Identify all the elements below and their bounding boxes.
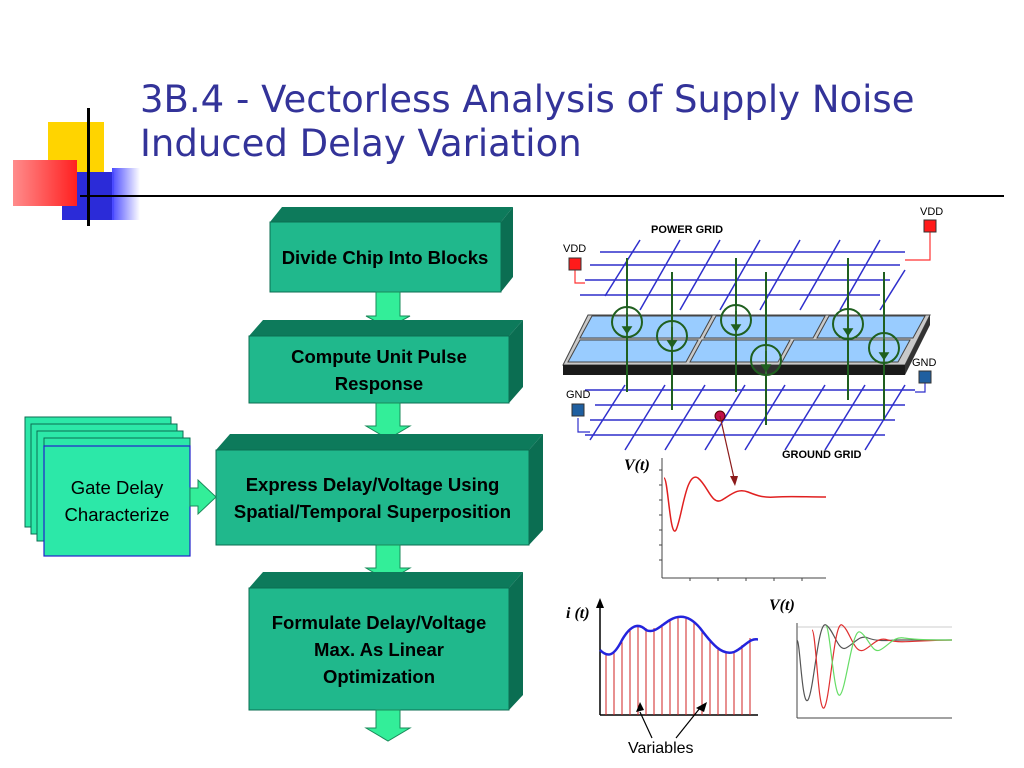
gnd-pad-right bbox=[918, 370, 932, 384]
power-grid-label: POWER GRID bbox=[651, 224, 724, 236]
flow-box-4-label: Formulate Delay/Voltage Max. As Linear O… bbox=[271, 611, 487, 687]
flow-box-2 bbox=[248, 320, 523, 404]
vt-bottom-label: V(t) bbox=[769, 597, 795, 614]
it-plot bbox=[596, 598, 761, 739]
flow-box-3-label: Express Delay/Voltage Using Spatial/Temp… bbox=[233, 473, 512, 522]
title-underline bbox=[80, 195, 1004, 197]
variables-label: Variables bbox=[628, 740, 694, 757]
vt-top-plot bbox=[659, 458, 827, 581]
title-line-2: Induced Delay Variation bbox=[140, 122, 582, 165]
vt-bottom-plot bbox=[758, 592, 984, 742]
flow-box-2-label: Compute Unit Pulse Response bbox=[291, 345, 467, 394]
vdd-pad-left bbox=[568, 257, 582, 271]
title-line-1: 3B.4 - Vectorless Analysis of Supply Noi… bbox=[140, 78, 915, 121]
flow-box-4 bbox=[248, 572, 523, 711]
gate-arrow bbox=[189, 478, 217, 516]
vertical-rule bbox=[87, 108, 90, 226]
vt-top-label: V(t) bbox=[624, 457, 650, 474]
gnd-pad-left bbox=[571, 403, 585, 417]
gnd-right-label: GND bbox=[912, 357, 937, 369]
power-grid-diagram bbox=[562, 219, 937, 486]
it-label: i (t) bbox=[566, 605, 590, 622]
vdd-right-label: VDD bbox=[920, 206, 944, 218]
vdd-pad-right bbox=[923, 219, 937, 233]
flow-box-1 bbox=[269, 207, 513, 293]
flow-arrow-2 bbox=[364, 402, 412, 440]
flow-arrow-4 bbox=[364, 709, 412, 742]
gate-delay-label: Gate Delay Characterize bbox=[64, 477, 170, 525]
gnd-left-label: GND bbox=[566, 389, 591, 401]
blue-glow bbox=[112, 168, 140, 220]
flow-box-3 bbox=[215, 434, 543, 546]
gate-delay-stack bbox=[24, 416, 191, 557]
vdd-left-label: VDD bbox=[563, 243, 587, 255]
ground-grid-label: GROUND GRID bbox=[782, 449, 862, 461]
page-title: 3B.4 - Vectorless Analysis of Supply Noi… bbox=[140, 78, 1000, 166]
red-square bbox=[13, 160, 77, 206]
flow-box-1-label: Divide Chip Into Blocks bbox=[281, 246, 489, 268]
